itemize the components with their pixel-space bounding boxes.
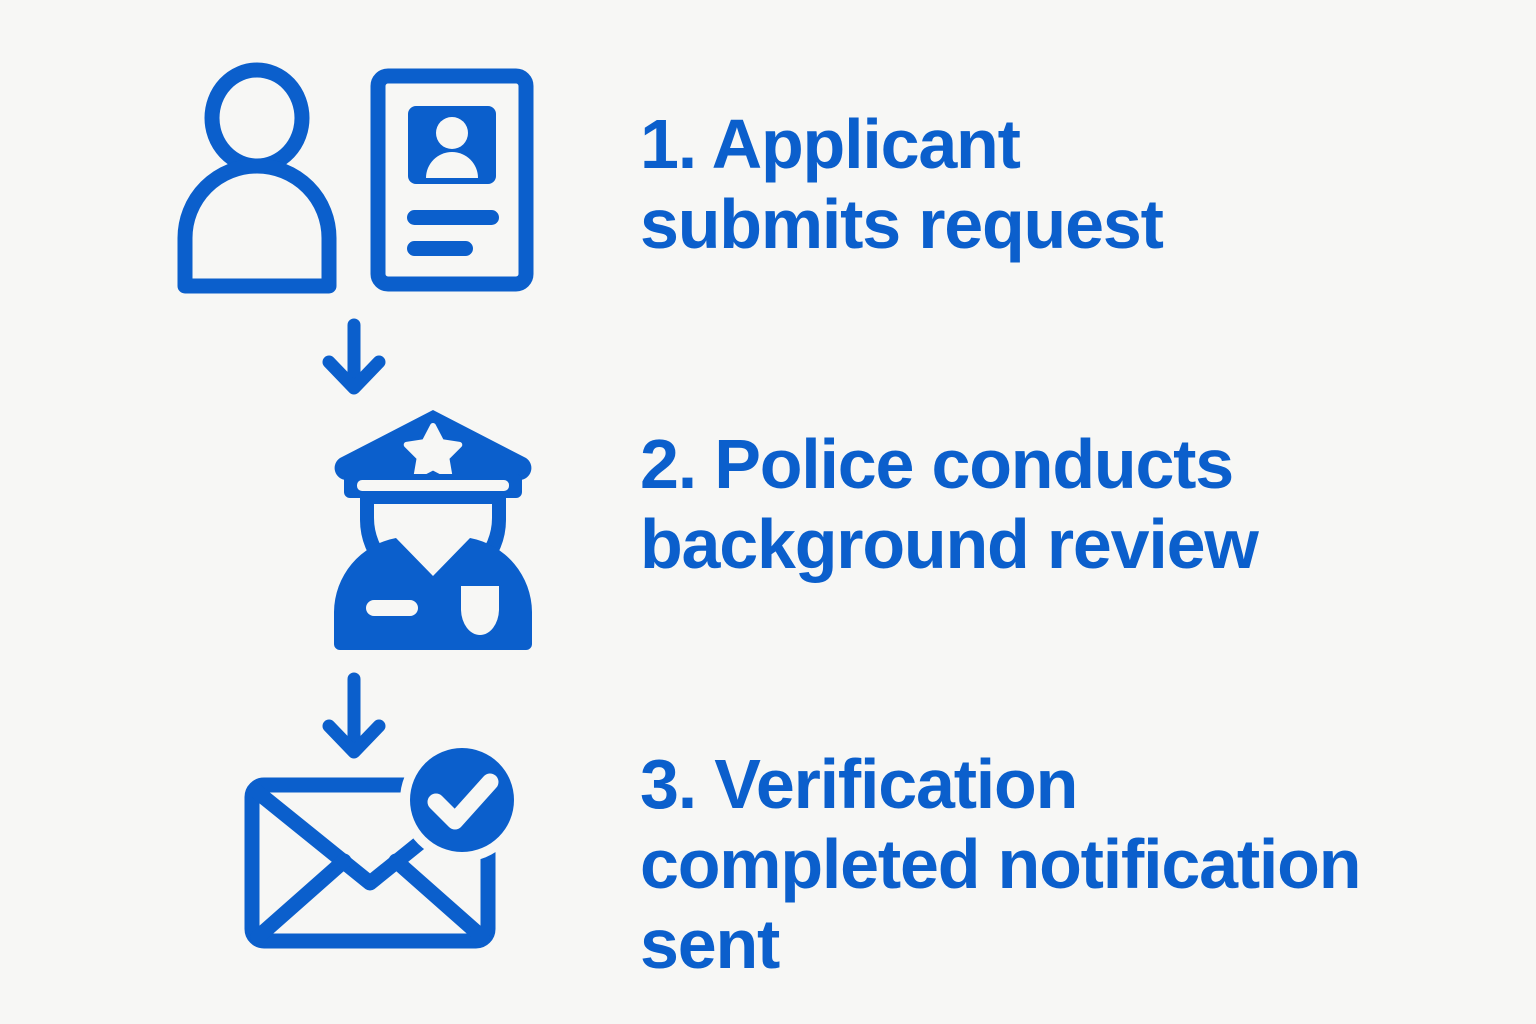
applicant-with-id-card-icon-group xyxy=(175,62,535,294)
verified-email-icon-group xyxy=(240,745,520,950)
down-arrow-svg-1 xyxy=(322,318,386,395)
police-officer-icon xyxy=(330,404,536,650)
steps-list: 1. Applicant submits request 2. Police c… xyxy=(640,0,1520,1024)
verified-email-svg xyxy=(244,748,514,949)
applicant-icons-svg xyxy=(177,62,534,294)
step-2-label: 2. Police conducts background review xyxy=(640,425,1259,583)
check-circle-icon xyxy=(410,748,514,852)
person-icon xyxy=(177,62,337,294)
down-arrow-icon-1 xyxy=(322,318,386,396)
step-3-label: 3. Verification completed notification s… xyxy=(640,745,1361,983)
police-shield-badge xyxy=(461,586,499,635)
police-officer-svg xyxy=(334,410,532,650)
step-1-label: 1. Applicant submits request xyxy=(640,105,1164,263)
police-cap-band-stripe xyxy=(357,480,509,491)
id-card-icon xyxy=(370,68,534,292)
step-3: 3. Verification completed notification s… xyxy=(640,745,1520,984)
checkmark-icon xyxy=(427,773,499,830)
police-name-tag xyxy=(366,600,418,616)
down-arrow-icon-2 xyxy=(322,672,386,760)
step-1: 1. Applicant submits request xyxy=(640,105,1520,265)
step-2: 2. Police conducts background review xyxy=(640,425,1520,585)
down-arrow-svg-2 xyxy=(322,672,386,759)
icon-column xyxy=(0,0,600,1024)
police-star-icon xyxy=(403,423,463,479)
